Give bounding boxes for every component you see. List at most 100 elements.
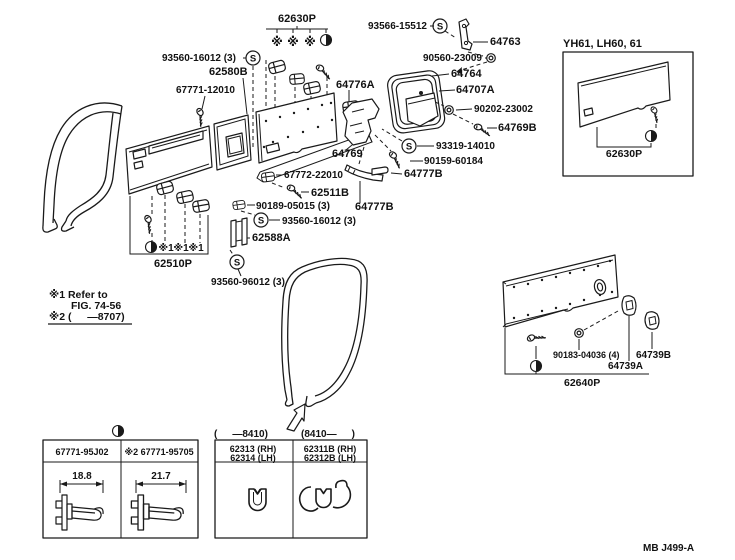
label-62640p: 62640P bbox=[564, 377, 600, 389]
label-64777b-bottom: 64777B bbox=[355, 201, 394, 213]
64769b-screw bbox=[472, 123, 492, 137]
half-shaded-circle-icon bbox=[644, 129, 658, 143]
ref-mark: ※ bbox=[304, 35, 316, 49]
part-labels: 62630P 93566-15512 64763 93560-16012 (3)… bbox=[154, 13, 671, 389]
note-line3: ※2 ( —8707) bbox=[49, 311, 125, 323]
label-62580b: 62580B bbox=[209, 66, 248, 78]
90560-grommet bbox=[486, 53, 496, 63]
label-62511b: 62511B bbox=[311, 187, 349, 199]
trim-clip-drawing bbox=[130, 494, 184, 531]
period-label-1: ( —8410) bbox=[214, 429, 268, 440]
67771-screw bbox=[191, 106, 210, 128]
90189-clip bbox=[232, 199, 246, 211]
clip-dim-2: 21.7 bbox=[151, 471, 171, 482]
part-62580b-trim-board bbox=[213, 114, 252, 171]
dimension-arrows bbox=[59, 480, 187, 493]
label-90159: 90159-60184 bbox=[424, 156, 483, 167]
label-93319: 93319-14010 bbox=[436, 141, 495, 152]
door-opening-weatherstrip bbox=[281, 257, 368, 408]
clip-table-header-1: 67771-95J02 bbox=[55, 447, 108, 457]
label-64763: 64763 bbox=[490, 36, 521, 48]
half-shaded-circle-icon bbox=[529, 359, 543, 373]
label-93560-top: 93560-16012 (3) bbox=[162, 53, 236, 64]
part-64763-bracket bbox=[458, 18, 473, 51]
note-line1: ※1 Refer to bbox=[49, 289, 108, 301]
pointer-arrow bbox=[286, 403, 306, 432]
period-label-2: (8410— ) bbox=[301, 429, 355, 440]
62511b-screw bbox=[284, 183, 305, 199]
label-93560-96012: 93560-96012 (3) bbox=[211, 277, 285, 288]
part-64777b-retainers bbox=[344, 164, 389, 182]
90202-grommet bbox=[444, 105, 454, 115]
ref1-mark: ※1 bbox=[158, 242, 174, 254]
label-62588a: 62588A bbox=[252, 232, 291, 244]
s-symbol: S bbox=[234, 258, 240, 269]
part-62588a-channel bbox=[230, 217, 248, 248]
door-glass-run-weatherstrip bbox=[42, 102, 123, 233]
note-line2: FIG. 74-56 bbox=[71, 300, 121, 312]
label-64739b: 64739B bbox=[636, 350, 671, 361]
part-64764-quarter-window-frame bbox=[387, 70, 446, 134]
label-64739a: 64739A bbox=[608, 361, 643, 372]
62640p-screw bbox=[525, 328, 547, 347]
part-64739b-clip bbox=[644, 311, 660, 330]
s-symbol: S bbox=[437, 22, 443, 33]
arrowhead bbox=[456, 67, 462, 74]
62630p-clip-fasteners bbox=[267, 59, 334, 96]
ref-mark: ※ bbox=[287, 35, 299, 49]
ref1-mark: ※1 bbox=[173, 242, 189, 254]
part-62630p-quarter-trim-panel bbox=[255, 92, 338, 164]
label-64776a: 64776A bbox=[336, 79, 375, 91]
half-shaded-circle-icon bbox=[319, 33, 333, 47]
ref-mark: ※ bbox=[271, 35, 283, 49]
90159-screw bbox=[385, 149, 406, 169]
ref1-mark: ※1 bbox=[188, 242, 204, 254]
62510p-clip-fasteners bbox=[139, 180, 211, 235]
clip-dimension-table: 67771-95J02 ※2 67771-95705 18.8 21.7 bbox=[42, 439, 199, 539]
inset-title: YH61, LH60, 61 bbox=[563, 38, 642, 50]
ws-col1-line2: 62314 (LH) bbox=[230, 453, 276, 463]
inset-yh61-box bbox=[562, 51, 694, 177]
reference-notes: ※1 Refer to FIG. 74-56 ※2 ( —8707) bbox=[48, 289, 132, 325]
label-62510p: 62510P bbox=[154, 258, 192, 270]
part-64739a-clip bbox=[621, 295, 637, 316]
label-64707a: 64707A bbox=[456, 84, 495, 96]
leader-lines bbox=[129, 25, 653, 375]
s-symbol: S bbox=[258, 216, 264, 227]
screw-symbols: S S S S S bbox=[229, 18, 448, 270]
assembly-dashed-lines bbox=[151, 30, 657, 331]
90183-washer bbox=[574, 328, 584, 338]
label-67772: 67772-22010 bbox=[284, 170, 343, 181]
half-shaded-circle-icon bbox=[144, 240, 158, 254]
label-90202: 90202-23002 bbox=[474, 104, 533, 115]
s-symbol: S bbox=[406, 142, 412, 153]
label-67771-12010: 67771-12010 bbox=[176, 85, 235, 96]
label-64777b-right: 64777B bbox=[404, 168, 443, 180]
label-93560-mid: 93560-16012 (3) bbox=[282, 216, 356, 227]
67772-clip bbox=[260, 171, 276, 183]
label-90189: 90189-05015 (3) bbox=[256, 201, 330, 212]
part-64707a-vent bbox=[405, 92, 439, 127]
trim-clip-drawing bbox=[55, 494, 104, 531]
label-90560: 90560-23009 bbox=[423, 53, 482, 64]
label-93566: 93566-15512 bbox=[368, 21, 427, 32]
part-62640p-panel bbox=[502, 254, 619, 328]
inset-panel-label: 62630P bbox=[606, 148, 642, 160]
ws-col1-line1: 62313 (RH) bbox=[230, 444, 277, 454]
weatherstrip-section-drawings bbox=[248, 479, 352, 512]
weatherstrip-table: ( —8410) (8410— ) 62313 (RH) 62314 (LH) … bbox=[214, 429, 368, 539]
drawing-code: MB J499-A bbox=[643, 543, 694, 554]
label-64764: 64764 bbox=[451, 68, 482, 80]
label-64769: 64769 bbox=[332, 148, 363, 160]
part-62510p-front-door-trim-panel bbox=[125, 125, 213, 195]
label-64769b: 64769B bbox=[498, 122, 537, 134]
label-90183: 90183-04036 (4) bbox=[553, 350, 620, 360]
ws-col2-line2: 62312B (LH) bbox=[304, 453, 356, 463]
s-symbol: S bbox=[250, 54, 256, 65]
label-62630p: 62630P bbox=[278, 13, 316, 25]
clip-dim-1: 18.8 bbox=[72, 471, 92, 482]
ws-col2-line1: 62311B (RH) bbox=[304, 444, 357, 454]
clip-table-header-2: ※2 67771-95705 bbox=[124, 447, 193, 457]
